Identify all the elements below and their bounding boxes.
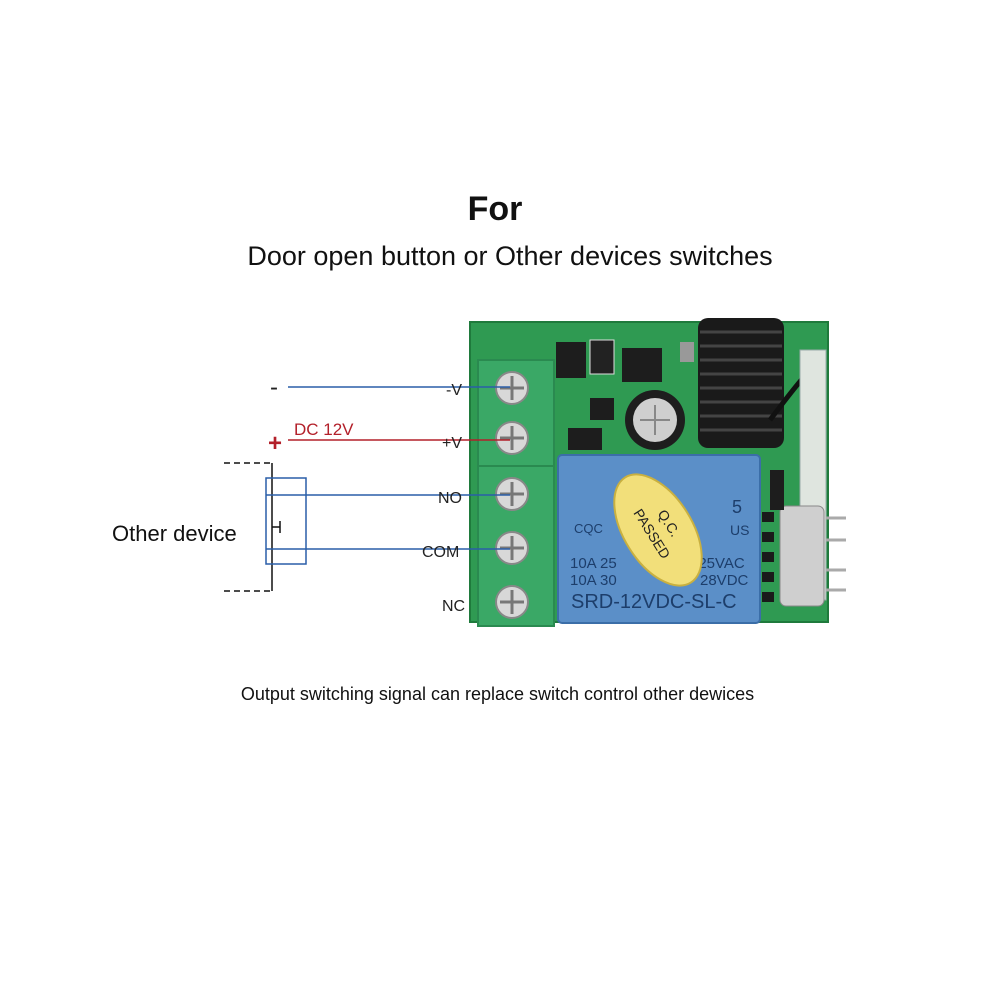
terminal-screws (495, 371, 529, 619)
screw-v-minus (495, 371, 529, 405)
relay-code: 5 (732, 497, 742, 517)
ic-chip (568, 428, 602, 450)
relay-rating-line1-left: 10A 25 (570, 555, 617, 572)
relay-rating-line1-right: 125VAC (690, 555, 745, 572)
ic-chip (590, 398, 614, 420)
antenna-coil (698, 318, 814, 448)
crystal-component (779, 505, 825, 607)
capacitor-component (625, 390, 685, 450)
ic-chip (589, 339, 615, 375)
minus-sign: - (270, 374, 278, 401)
relay-us-mark: US (730, 522, 749, 538)
terminal-label-v-minus: -V (446, 382, 462, 399)
screw-no (495, 477, 529, 511)
plus-sign: + (268, 430, 282, 457)
screw-nc (495, 585, 529, 619)
diagram-subtitle: Door open button or Other devices switch… (247, 241, 773, 271)
wires (288, 386, 510, 550)
diagram-title: For (467, 190, 523, 228)
terminal-label-com: COM (422, 544, 459, 561)
ic-chip (556, 342, 586, 378)
diagram-caption: Output switching signal can replace swit… (240, 684, 755, 704)
terminal-label-no: NO (438, 490, 462, 507)
screw-com (495, 531, 529, 565)
other-device-label: Other device (112, 521, 237, 546)
switch-symbol (224, 462, 307, 592)
relay-brand: CQC (574, 521, 603, 536)
relay-rating-line2-right: 28VDC (700, 572, 749, 589)
dc-voltage-label: DC 12V (294, 420, 354, 439)
terminal-label-nc: NC (442, 598, 465, 615)
relay-component: CQC 5 US 10A 25 125VAC 10A 30 28VDC SRD-… (557, 454, 761, 624)
relay-model: SRD-12VDC-SL-C (571, 591, 737, 613)
relay-rating-line2-left: 10A 30 (570, 572, 617, 589)
qc-passed-sticker: Q.C. PASSED (613, 473, 703, 587)
ic-chip (622, 348, 662, 382)
screw-v-plus (495, 421, 529, 455)
terminal-label-v-plus: +V (442, 435, 462, 452)
